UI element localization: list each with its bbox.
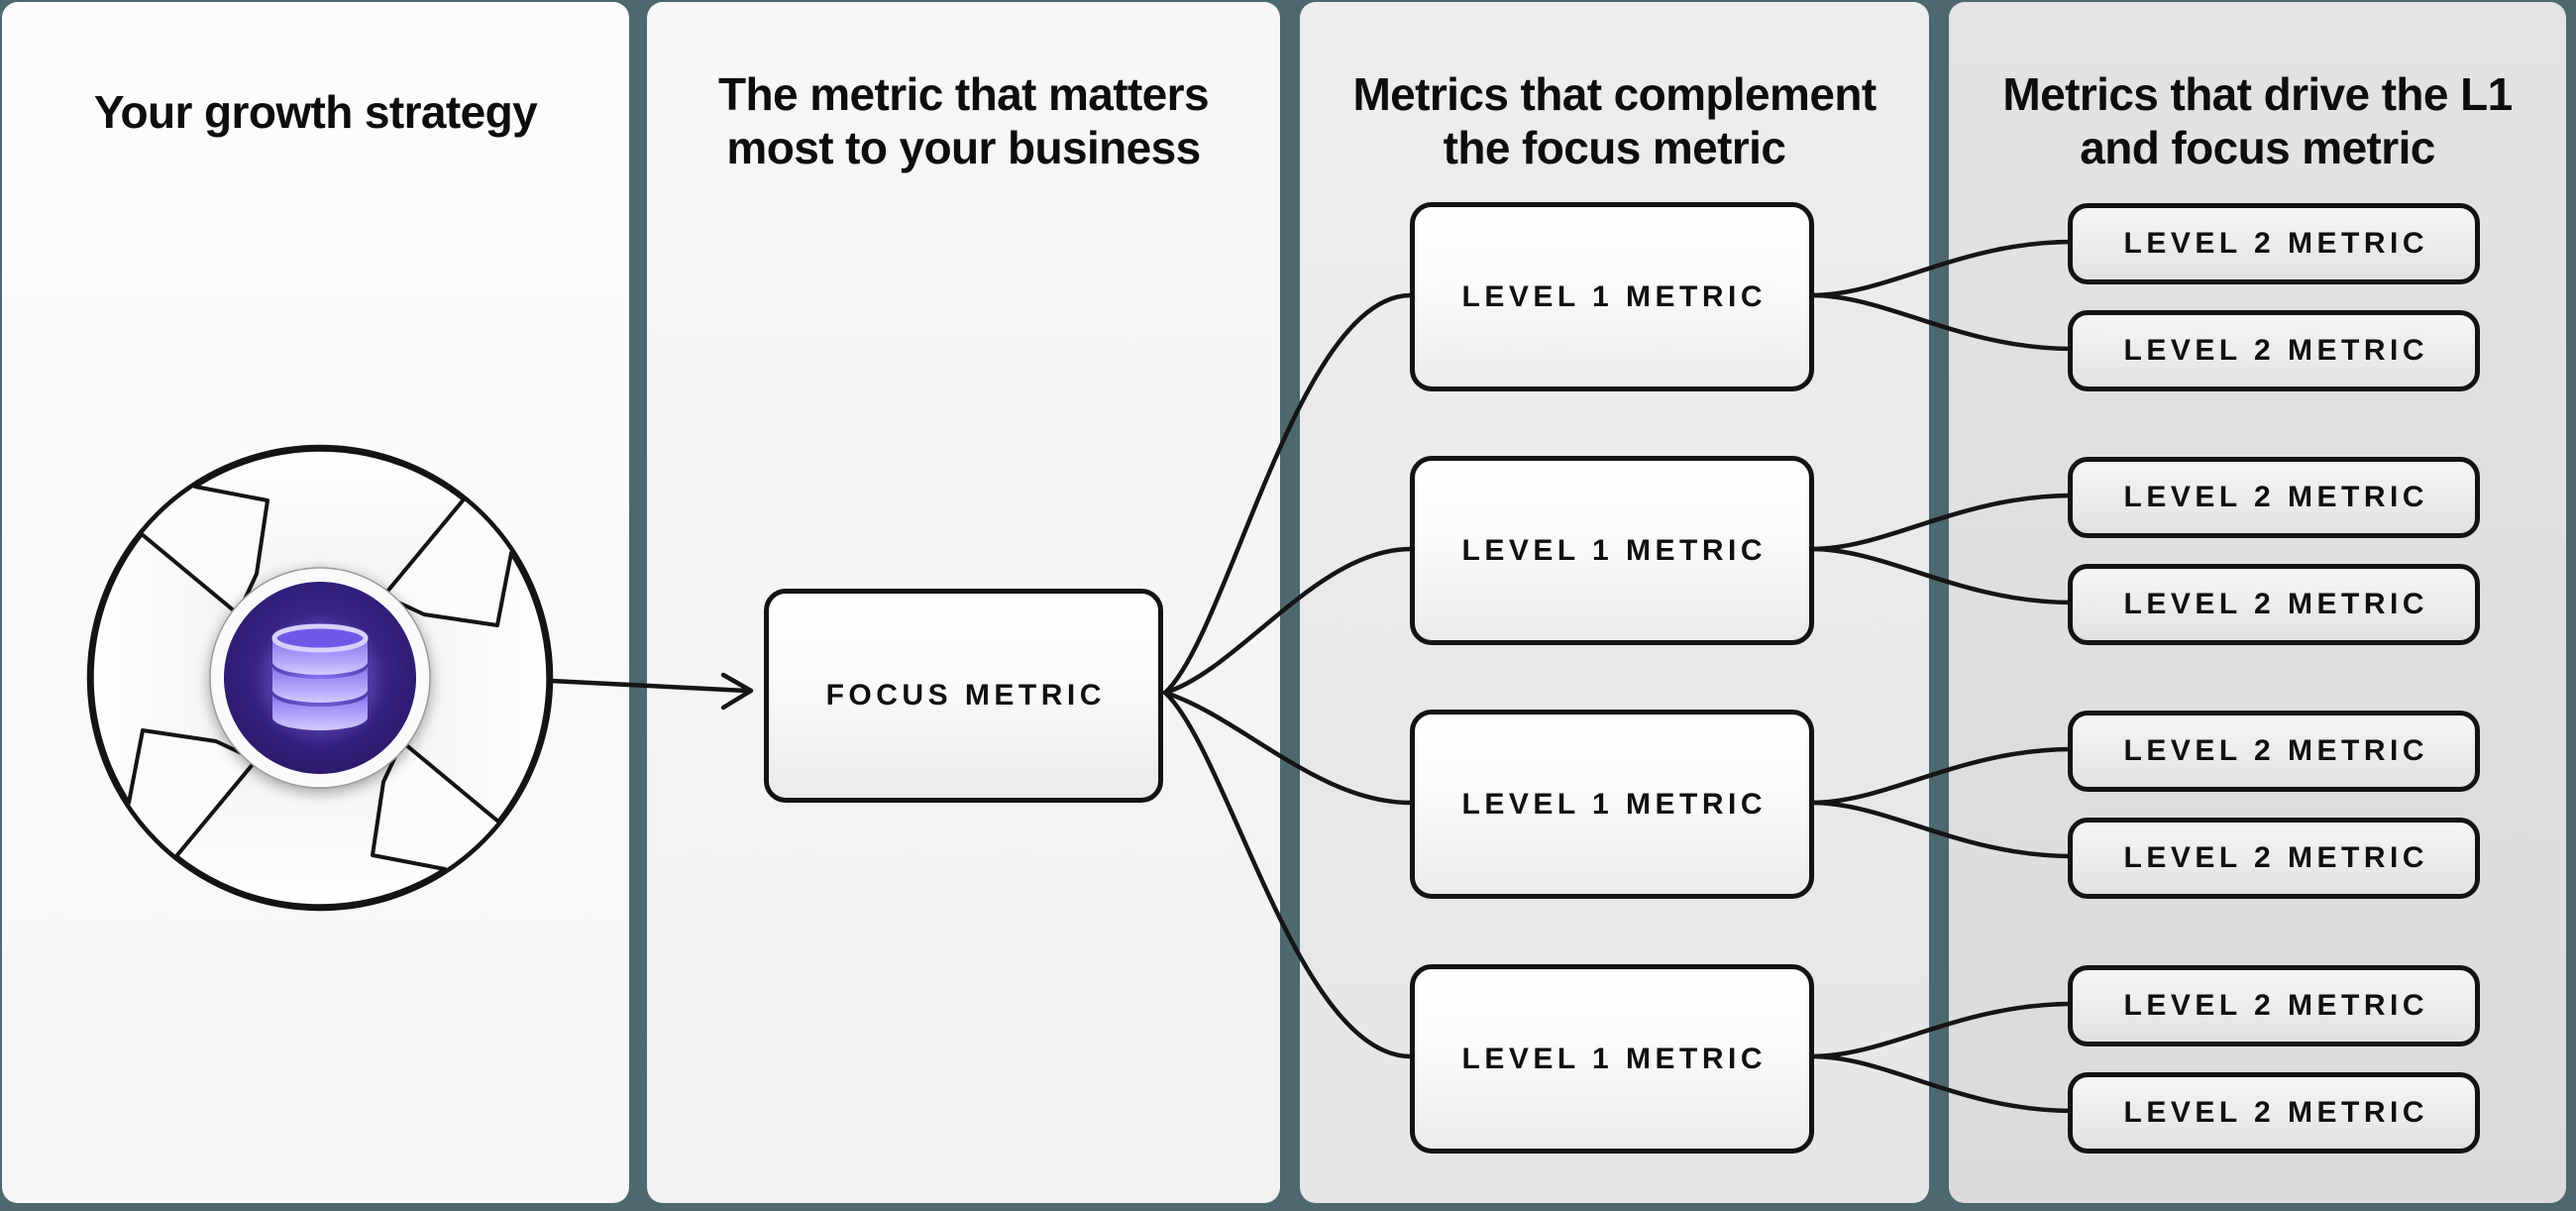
focus-metric-label: FOCUS METRIC bbox=[825, 679, 1106, 712]
focus-metric-node: FOCUS METRIC bbox=[764, 589, 1163, 803]
level1-metric-node: LEVEL 1 METRIC bbox=[1410, 456, 1814, 645]
level2-metric-node: LEVEL 2 METRIC bbox=[2068, 711, 2480, 792]
growth-loop-database-icon bbox=[86, 444, 554, 912]
panel-growth-strategy: Your growth strategy bbox=[2, 2, 629, 1203]
level2-metric-node: LEVEL 2 METRIC bbox=[2068, 818, 2480, 899]
level2-metric-node: LEVEL 2 METRIC bbox=[2068, 457, 2480, 538]
loop-blades bbox=[89, 447, 551, 909]
level1-metric-node: LEVEL 1 METRIC bbox=[1410, 964, 1814, 1154]
level1-metric-node: LEVEL 1 METRIC bbox=[1410, 202, 1814, 391]
level2-metric-node: LEVEL 2 METRIC bbox=[2068, 564, 2480, 645]
database-icon bbox=[271, 623, 369, 730]
level2-metric-node: LEVEL 2 METRIC bbox=[2068, 310, 2480, 391]
level2-metric-node: LEVEL 2 METRIC bbox=[2068, 1072, 2480, 1154]
level2-metric-node: LEVEL 2 METRIC bbox=[2068, 965, 2480, 1046]
level1-metric-node: LEVEL 1 METRIC bbox=[1410, 710, 1814, 899]
panel-title-growth-strategy: Your growth strategy bbox=[93, 86, 538, 138]
level2-metric-node: LEVEL 2 METRIC bbox=[2068, 203, 2480, 284]
